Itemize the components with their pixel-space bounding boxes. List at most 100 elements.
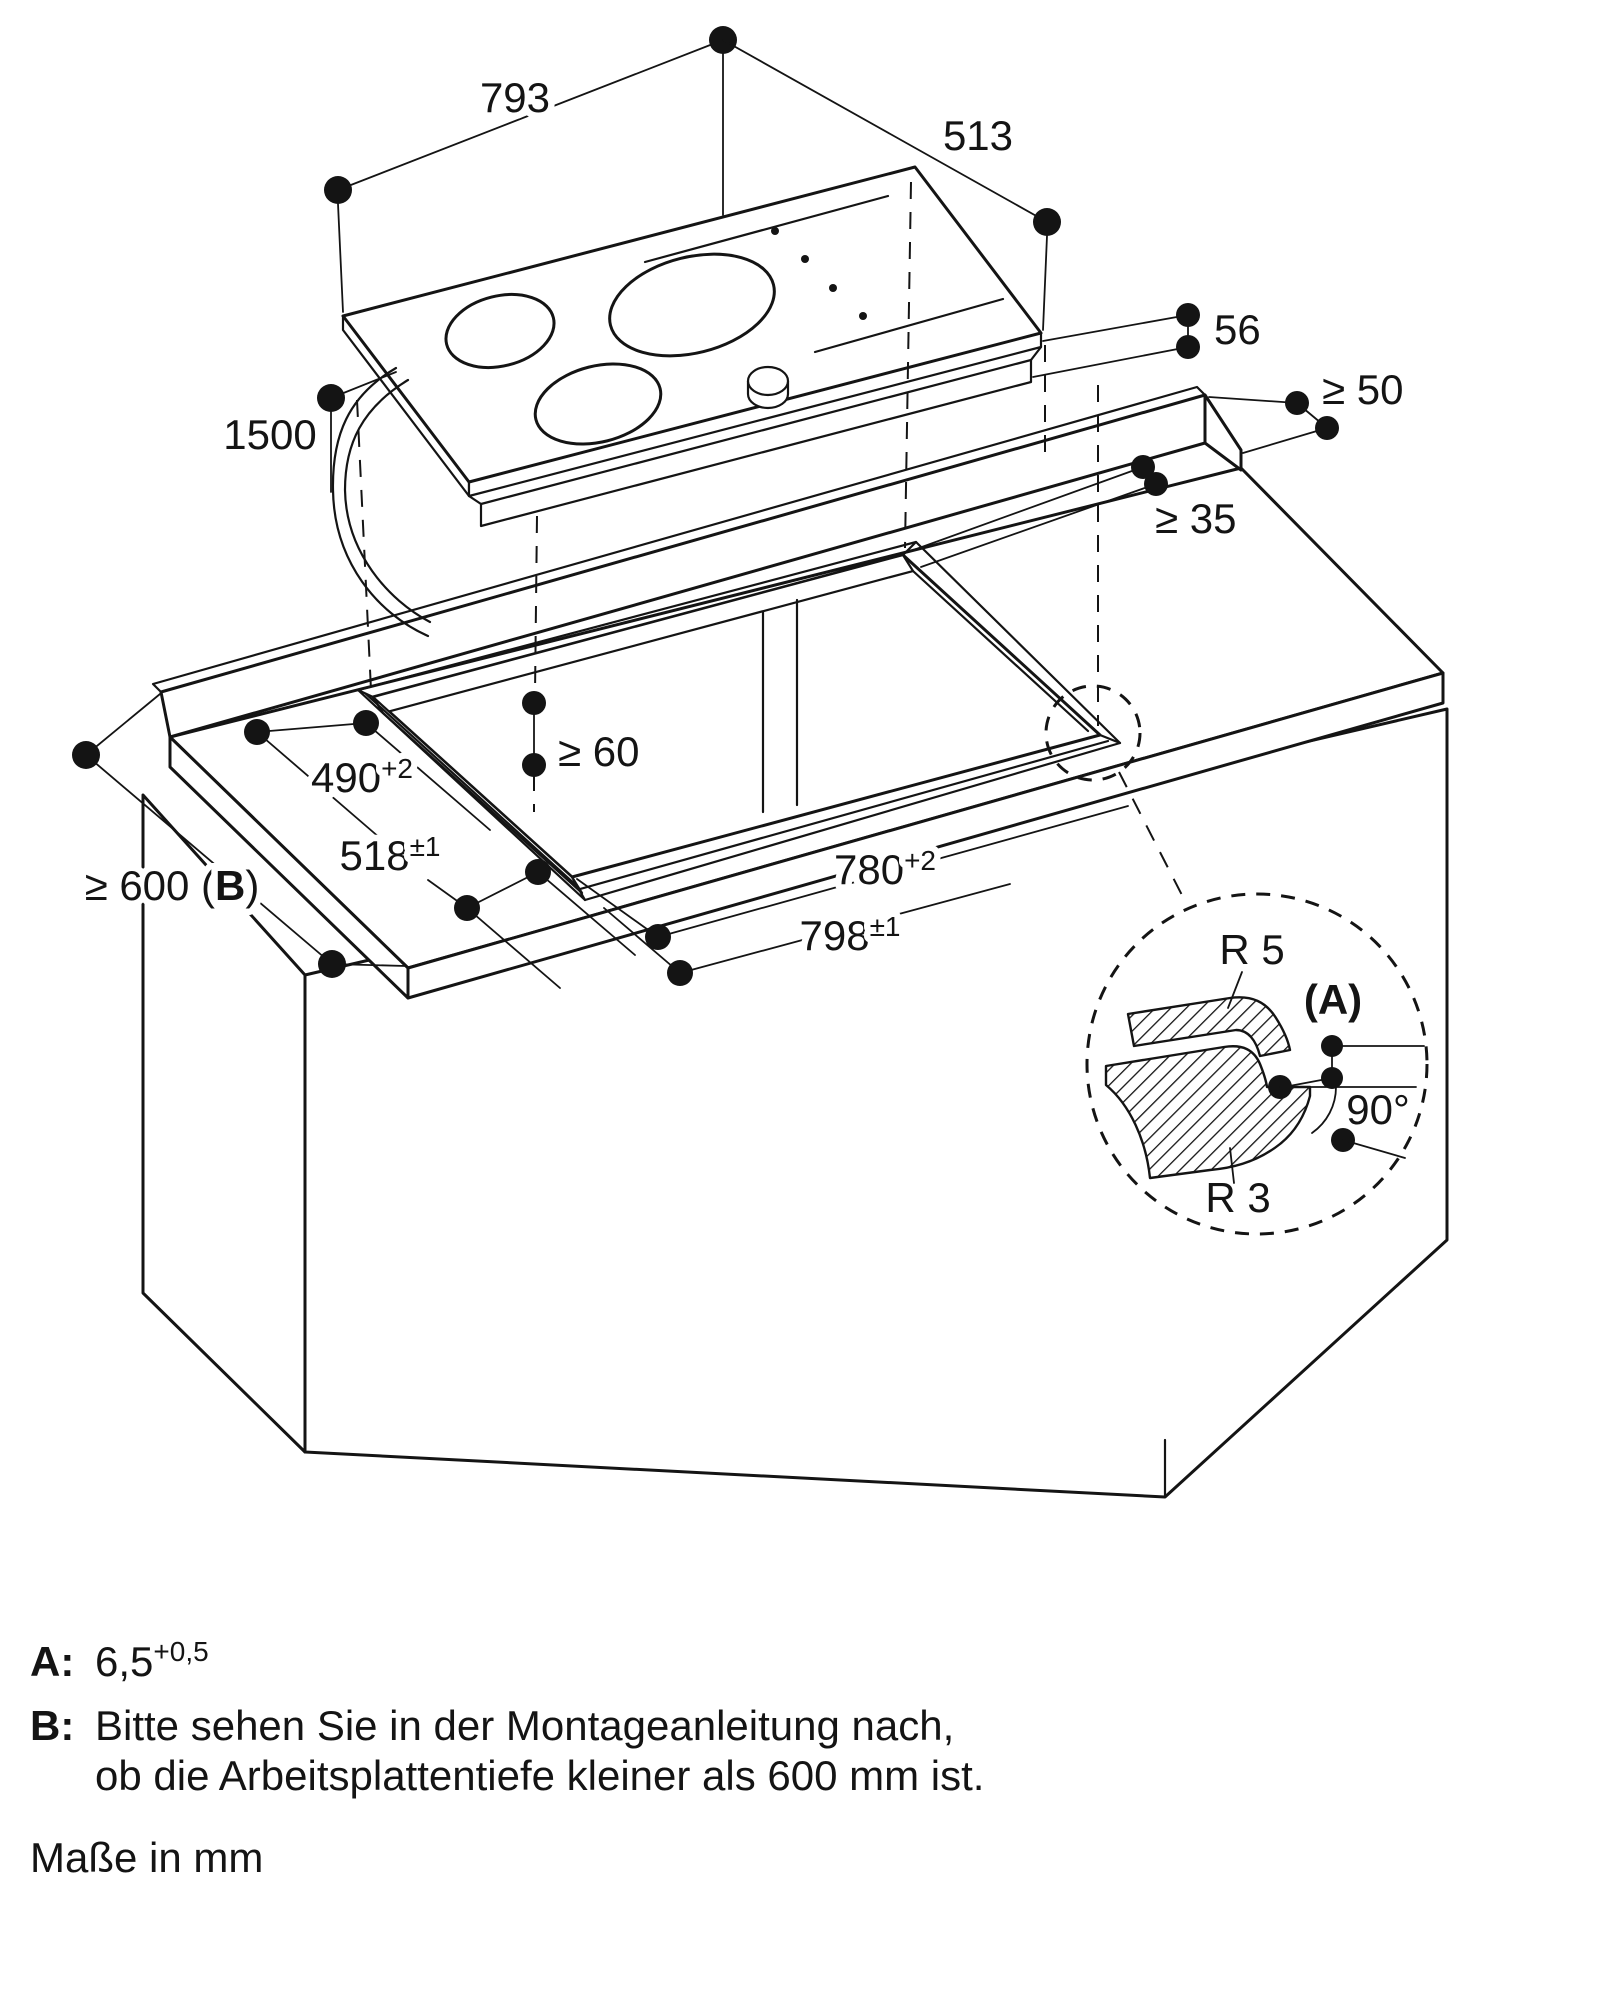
dim-600: ≥ 600 (B) (72, 693, 407, 978)
cable-outline (343, 378, 432, 624)
detail-leader (1118, 771, 1187, 904)
note-a-value: 6,5 (95, 1638, 153, 1685)
dim-518: 518±1 (333, 825, 636, 989)
note-a-tolerance: +0,5 (153, 1636, 208, 1667)
radius-top-leader (1227, 971, 1243, 1009)
dimension-dot (1285, 391, 1309, 415)
dim-518-value: 518 (339, 832, 409, 879)
dimension-dot (522, 691, 546, 715)
dimension-dot (1321, 1035, 1343, 1057)
section-lower-slab (1104, 1045, 1312, 1180)
note-b-line1: B: Bitte sehen Sie in der Montageanleitun… (30, 1702, 954, 1749)
angle-arc (1311, 1086, 1337, 1134)
knob-icon (746, 365, 790, 397)
dim-518-tolerance: ±1 (410, 831, 441, 862)
plumb-line-back (904, 181, 912, 549)
dim-56: 56 (1032, 300, 1267, 378)
dimension-dot (1321, 1067, 1343, 1089)
dim-780: 780+2 (576, 805, 1129, 950)
note-a-label: A: (30, 1638, 74, 1685)
dim-1500: 1500 (217, 371, 397, 493)
dimension-dot (1176, 335, 1200, 359)
dim-490-value: 490 (311, 754, 381, 801)
dimension-dot (667, 960, 693, 986)
construction-lines (356, 181, 1099, 812)
detail-marker-circle (1044, 684, 1142, 782)
dimension-dot (72, 741, 100, 769)
dim-780-value: 780 (834, 846, 904, 893)
cable-outline (331, 366, 430, 638)
dimension-dot (244, 719, 270, 745)
dimensions: 793 513 1500 56 (72, 26, 1410, 989)
burner-front (533, 362, 663, 446)
dim-60: ≥ 60 (522, 691, 646, 782)
dim-35: ≥ 35 (907, 455, 1243, 568)
dimension-dot (353, 710, 379, 736)
dimension-dot (525, 859, 551, 885)
detail-view: R 5 (A) 90° R 3 (1044, 684, 1429, 1236)
section-upper-slab (1126, 996, 1292, 1058)
touch-control-dot (801, 255, 809, 263)
note-b-line2: ob die Arbeitsplattentiefe kleiner als 6… (95, 1752, 984, 1799)
cutout-right-wall-edge (911, 569, 1090, 733)
dim-490-tolerance: +2 (381, 753, 413, 784)
dim-50-label: ≥ 50 (1322, 366, 1403, 413)
cooktop-chassis-step (467, 494, 483, 506)
dimension-dot (1131, 455, 1155, 479)
touch-control-dot (771, 227, 779, 235)
footnotes: A: 6,5+0,5 B: Bitte sehen Sie in der Monta… (30, 1636, 984, 1881)
units-note: Maße in mm (30, 1834, 263, 1881)
cooktop (341, 165, 1043, 528)
dim-35-label: ≥ 35 (1155, 495, 1236, 542)
dimension-dot (1033, 208, 1061, 236)
recess-step (901, 540, 918, 557)
glass-decor-line (643, 194, 890, 264)
backsplash-end-cap (1203, 393, 1243, 472)
cooktop-chassis-step (1029, 345, 1043, 362)
touch-control-dot (829, 284, 837, 292)
radius-bottom-leader (1229, 1147, 1235, 1184)
mains-cable (331, 366, 432, 638)
burner-large (608, 252, 776, 358)
dim-513: 513 (722, 39, 1061, 331)
dim-1500-label: 1500 (223, 411, 316, 458)
dim-798-value: 798 (799, 912, 869, 959)
note-b-label: B: (30, 1702, 74, 1749)
dimension-dot (1176, 303, 1200, 327)
recess-front-step-edge (578, 739, 1110, 891)
dim-798-tolerance: ±1 (870, 911, 901, 942)
note-a: A: 6,5+0,5 (30, 1636, 209, 1685)
dimension-dot (324, 176, 352, 204)
recess-left-step-edge (364, 692, 580, 889)
dim-513-label: 513 (943, 112, 1013, 159)
note-b-text1: Bitte sehen Sie in der Montageanleitung … (95, 1702, 954, 1749)
radius-bottom-label: R 3 (1205, 1174, 1270, 1221)
angle-label: 90° (1346, 1086, 1410, 1133)
detail-a-label: (A) (1304, 976, 1362, 1023)
dim-798-label: 798±1 (799, 911, 900, 959)
dim-600-label: ≥ 600 (B) (85, 862, 260, 909)
dimension-dot (317, 384, 345, 412)
dim-793-label: 793 (480, 74, 550, 121)
worktop (168, 466, 1445, 1000)
dim-490: 490+2 (244, 710, 491, 839)
recess-step (570, 875, 587, 902)
detail-circle (1085, 892, 1429, 1236)
dim-56-label: 56 (1214, 306, 1261, 353)
backsplash (151, 385, 1243, 739)
recess-step (1098, 733, 1122, 745)
dim-793: 793 (324, 26, 737, 313)
dim-518-label: 518±1 (339, 831, 440, 879)
dim-600-pre: ≥ 600 ( (85, 862, 215, 909)
dim-798: 798±1 (603, 883, 1011, 986)
dim-60-label: ≥ 60 (558, 728, 639, 775)
dimension-dot (645, 924, 671, 950)
dimension-dot (522, 753, 546, 777)
dim-600-ref: B (215, 862, 245, 909)
glass-decor-line (813, 297, 1005, 354)
dim-490-label: 490+2 (311, 753, 413, 801)
plumb-line-left (356, 399, 372, 691)
cooktop-glass (341, 165, 1043, 484)
